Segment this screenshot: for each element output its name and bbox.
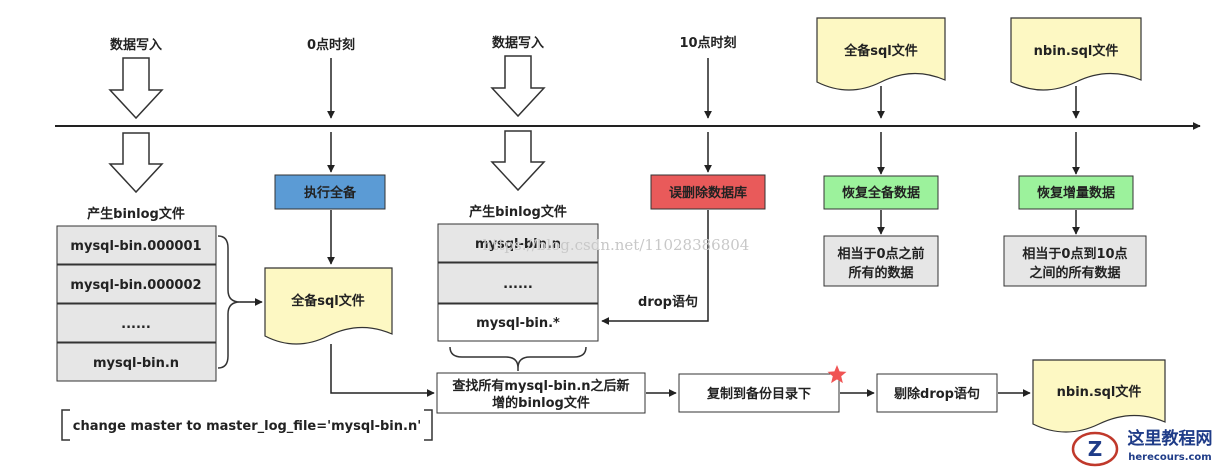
doc-full-sql-mid-label: 全备sql文件	[290, 293, 365, 309]
box-remove-drop	[876, 373, 998, 413]
box-restore-full-label: 恢复全备数据	[842, 185, 920, 201]
box-equiv-0-to-10-line1: 相当于0点到10点	[1022, 246, 1127, 262]
box-find-binlogs-line1: 查找所有mysql-bin.n之后新	[451, 378, 629, 394]
box-restore-incremental	[1018, 175, 1134, 210]
watermark: https://blog.csdn.net/11028386804	[483, 236, 750, 254]
hollow-arrow-write-2-top	[490, 55, 546, 118]
binlog-1-row-1-label: mysql-bin.000001	[70, 239, 201, 254]
box-restore-full	[823, 175, 939, 210]
box-equiv-0-to-10-line2: 之间的所有数据	[1029, 265, 1120, 281]
doc-nbin-sql-bottom-label: nbin.sql文件	[1057, 384, 1142, 400]
doc-full-sql-top-label: 全备sql文件	[843, 43, 918, 59]
box-restore-incremental-label: 恢复增量数据	[1037, 185, 1115, 201]
doc-full-sql-top	[816, 17, 946, 91]
logo-text-cn: 这里教程网	[1128, 428, 1213, 449]
label-time-10: 10点时刻	[679, 35, 736, 51]
hollow-arrow-write-2-bottom	[490, 130, 546, 192]
binlog-2-row-2	[437, 262, 599, 304]
star-icon	[827, 365, 847, 384]
site-logo: Z 这里教程网 herecours.com	[1071, 428, 1213, 467]
hollow-arrow-write-1-top	[108, 57, 164, 120]
box-mistaken-delete-label: 误删除数据库	[669, 185, 747, 201]
box-equiv-before-0-line2: 所有的数据	[848, 265, 913, 281]
bracket-left	[61, 409, 70, 441]
box-find-binlogs	[436, 372, 646, 414]
label-data-write-2: 数据写入	[492, 35, 544, 51]
binlog-1-row-4-label: mysql-bin.n	[93, 356, 179, 371]
doc-full-sql-mid	[264, 267, 393, 345]
arrow-drop-to-binlog	[601, 210, 709, 325]
logo-ring-icon	[1071, 431, 1119, 467]
hollow-arrow-write-1-bottom	[108, 132, 164, 194]
binlog-2-row-3-label: mysql-bin.*	[476, 316, 560, 331]
label-binlog-files-2: 产生binlog文件	[469, 204, 567, 220]
binlog-2-row-1-label: mysql-bin.n	[475, 237, 561, 252]
label-time-0: 0点时刻	[307, 37, 355, 53]
label-data-write-1: 数据写入	[110, 37, 162, 53]
binlog-1-row-2	[56, 264, 217, 304]
box-copy-backup-dir-label: 复制到备份目录下	[706, 386, 811, 402]
logo-text-url: herecours.com	[1128, 452, 1211, 463]
brace-binlog-1	[217, 235, 241, 369]
label-drop-statement: drop语句	[638, 294, 698, 310]
doc-nbin-sql-top-label: nbin.sql文件	[1034, 43, 1119, 59]
box-mistaken-delete	[650, 174, 766, 210]
label-change-master: change master to master_log_file='mysql-…	[73, 419, 421, 434]
binlog-1-row-1	[56, 225, 217, 265]
box-equiv-before-0	[823, 235, 939, 287]
binlog-2-row-1	[437, 223, 599, 263]
box-full-backup	[274, 174, 386, 210]
binlog-1-row-3	[56, 303, 217, 343]
doc-nbin-sql-bottom	[1032, 359, 1166, 433]
box-remove-drop-label: 剔除drop语句	[893, 386, 980, 402]
box-equiv-before-0-line1: 相当于0点之前	[837, 246, 924, 262]
binlog-1-row-4	[56, 342, 217, 382]
binlog-1-row-3-label: ......	[121, 317, 151, 332]
binlog-2-row-2-label: ......	[503, 277, 533, 292]
binlog-2-row-3	[437, 303, 599, 342]
doc-nbin-sql-top	[1010, 17, 1142, 91]
box-copy-backup-dir	[678, 373, 840, 413]
arrow-full-sql-to-find	[330, 344, 435, 397]
brace-binlog-2	[449, 346, 587, 369]
box-equiv-0-to-10	[1003, 235, 1147, 287]
box-full-backup-label: 执行全备	[304, 185, 357, 201]
label-binlog-files-1: 产生binlog文件	[87, 206, 185, 222]
logo-letter: Z	[1088, 437, 1103, 461]
bracket-right	[424, 409, 433, 441]
binlog-1-row-2-label: mysql-bin.000002	[70, 278, 201, 293]
box-find-binlogs-line2: 增的binlog文件	[492, 395, 590, 411]
